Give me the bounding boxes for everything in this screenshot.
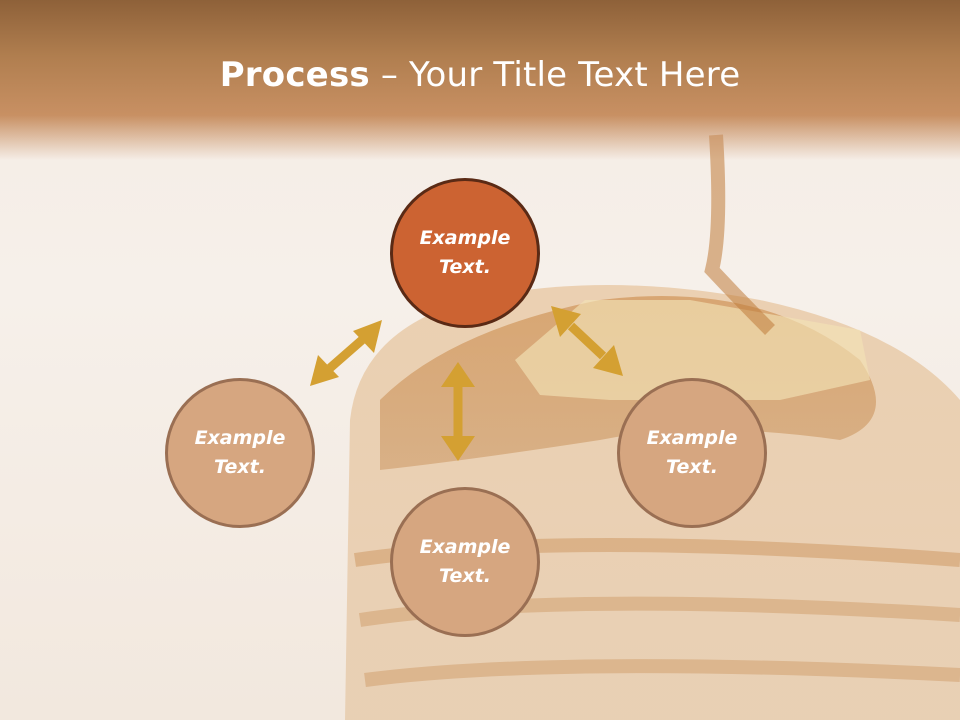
right-node[interactable]: Example Text. [617, 378, 767, 528]
center-node[interactable]: Example Text. [390, 178, 540, 328]
center-node-line2: Text. [439, 256, 491, 278]
slide-title: Process – Your Title Text Here [0, 52, 960, 98]
right-node-label: Example Text. [632, 424, 752, 482]
left-node-label: Example Text. [180, 424, 300, 482]
left-node[interactable]: Example Text. [165, 378, 315, 528]
arrow-center-right [551, 306, 623, 376]
arrow-center-bottom [441, 362, 475, 461]
bottom-node-line2: Text. [439, 565, 491, 587]
title-rest: – Your Title Text Here [369, 55, 741, 95]
left-node-line1: Example [194, 427, 286, 449]
center-node-label: Example Text. [405, 224, 525, 282]
header-band [0, 0, 960, 160]
title-bold: Process [219, 55, 370, 95]
right-node-line1: Example [646, 427, 738, 449]
arrow-center-left [310, 320, 382, 386]
right-node-line2: Text. [666, 456, 718, 478]
bottom-node[interactable]: Example Text. [390, 487, 540, 637]
center-node-line1: Example [419, 227, 511, 249]
left-node-line2: Text. [214, 456, 266, 478]
bottom-node-line1: Example [419, 536, 511, 558]
bottom-node-label: Example Text. [405, 533, 525, 591]
